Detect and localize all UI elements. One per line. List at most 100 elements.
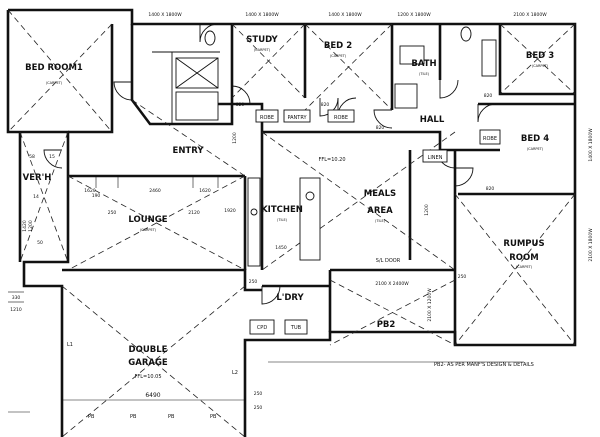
l2-label: L2 — [232, 370, 238, 376]
interior-walls — [68, 24, 575, 345]
dim-garage-top-door: 2100 X 2400W — [375, 281, 409, 287]
pb-label-d: PB — [210, 414, 217, 420]
room-kitchen-label: KITCHEN — [261, 205, 303, 215]
dim-lounge-2460: 2460 — [149, 188, 161, 194]
dim-top-c: 1400 X 1800W — [328, 12, 362, 18]
dim-bed3-right: 1400 X 1800W — [588, 128, 594, 162]
room-study-label: STUDY — [246, 35, 278, 45]
pb2-note: PB2- AS PER MANF'S DESIGN & DETAILS — [434, 362, 534, 368]
room-hall-label: HALL — [420, 115, 445, 125]
room-bath-sub: (TILE) — [419, 72, 430, 76]
room-study-sub: (CARPET) — [254, 48, 271, 52]
dim-top-d: 1200 X 1800W — [397, 12, 431, 18]
linen-label: LINEN — [428, 155, 443, 161]
dim-lounge-1620b: 1620 — [199, 188, 211, 194]
dim-left-330: 330 — [12, 295, 21, 301]
dim-ver-1420: 1420 — [22, 220, 28, 232]
room-ldry-label: L'DRY — [276, 293, 304, 303]
laundry-tub-box — [284, 319, 308, 335]
dim-820d: 820 — [484, 93, 493, 99]
vanity-basin — [399, 45, 425, 65]
dim-ver-14: 14 — [33, 194, 39, 200]
pb-label-c: PB — [168, 414, 175, 420]
misc-labels: ROBE PANTRY ROBE ROBE LINEN FFL=10.20 S/… — [67, 115, 534, 420]
pb-label-b: PB — [130, 414, 137, 420]
robe-bed3 — [481, 39, 497, 77]
pb-label-a: PB — [88, 414, 95, 420]
dim-top-a: 1400 X 1800W — [148, 12, 182, 18]
sink-icon — [305, 191, 315, 201]
room-meals-label-2: AREA — [367, 206, 393, 216]
room-bed1-sub: (CARPET) — [46, 81, 63, 85]
room-bath-label: BATH — [411, 59, 436, 69]
room-meals-sub: (TILE) — [375, 219, 386, 223]
dim-lounge-250: 250 — [108, 210, 117, 216]
linen-box — [422, 149, 448, 163]
room-rumpus-label: RUMPUS — [503, 239, 544, 249]
room-garage-label-2: GARAGE — [128, 358, 168, 368]
room-bed3-label: BED 3 — [526, 51, 554, 61]
dim-bottom-250: 250 — [254, 391, 263, 397]
dim-ldry-door: 2100 X 1200W — [427, 288, 433, 322]
room-labels: BED ROOM1 (CARPET) STUDY (CARPET) BED 2 … — [23, 35, 555, 380]
dim-820b: 820 — [321, 102, 330, 108]
kitchen-island — [299, 177, 321, 261]
room-garage-ffl: FFL=10.05 — [134, 374, 161, 380]
diagonal-lines — [7, 9, 576, 437]
dim-820c: 820 — [376, 125, 385, 131]
room-rumpus-label-2: ROOM — [509, 253, 538, 263]
dim-1200a: 1200 — [232, 132, 238, 144]
kitchen-bench-left — [247, 177, 261, 267]
room-kitchen-sub: (TILE) — [277, 218, 288, 222]
dim-garage-width: 6490 — [145, 392, 160, 399]
room-bed1-label: BED ROOM1 — [25, 63, 83, 73]
room-bed4-label: BED 4 — [521, 134, 549, 144]
dim-250b: 250 — [458, 274, 467, 280]
dim-250c: 250 — [254, 405, 263, 411]
fixtures — [95, 26, 501, 335]
room-pb2-label: PB2 — [377, 320, 396, 330]
dimension-text: 1400 X 1800W 1400 X 1800W 1400 X 1800W 1… — [10, 12, 594, 411]
dim-ver-15: 15 — [49, 154, 55, 160]
dim-ver-58: 58 — [29, 154, 35, 160]
dim-left-1620: 1620 — [84, 188, 96, 194]
dimension-lines — [8, 291, 524, 413]
room-lounge-sub: (CARPET) — [140, 228, 157, 232]
ffl-main-label: FFL=10.20 — [318, 157, 345, 163]
robe-label-2: ROBE — [334, 115, 348, 121]
robe-box-1 — [255, 109, 279, 123]
dim-lounge-2120: 2120 — [188, 210, 200, 216]
dim-top-e: 2100 X 1800W — [513, 12, 547, 18]
pantry-box — [283, 109, 311, 123]
cooktop-icon — [250, 208, 258, 216]
sliding-door-label: S/L DOOR — [376, 258, 401, 264]
robe-box-3 — [479, 129, 501, 145]
dim-left-1210: 1210 — [10, 307, 22, 313]
dim-1450: 1450 — [275, 245, 287, 251]
cupboard-label: CPD — [257, 325, 268, 331]
dim-ver-1200: 1200 — [28, 220, 34, 232]
toilet-icon — [204, 30, 216, 46]
room-bed2-label: BED 2 — [324, 41, 352, 51]
room-verh-label: VER'H — [23, 173, 52, 183]
cupboard-box — [249, 319, 275, 335]
room-garage-label: DOUBLE — [129, 345, 168, 355]
dim-250a: 250 — [249, 279, 258, 285]
room-bed3-sub: (CARPET) — [532, 64, 549, 68]
l1-label: L1 — [67, 342, 73, 348]
dim-rumpus-right: 2100 X 1800W — [588, 228, 594, 262]
dim-820e: 820 — [486, 186, 495, 192]
robe-label-1: ROBE — [260, 115, 274, 121]
room-bed2-sub: (CARPET) — [330, 54, 347, 58]
bath-tub — [175, 91, 219, 121]
room-bed4-sub: (CARPET) — [527, 147, 544, 151]
dim-top-b: 1400 X 1800W — [245, 12, 279, 18]
room-lounge-label: LOUNGE — [128, 215, 167, 225]
dim-ver-50: 50 — [37, 240, 43, 246]
robe-label-3: ROBE — [483, 136, 497, 142]
toilet-icon-2 — [460, 26, 472, 42]
dim-ver-190: 190 — [92, 193, 101, 199]
room-entry-label: ENTRY — [173, 146, 205, 156]
dim-lounge-1920: 1920 — [224, 208, 236, 214]
